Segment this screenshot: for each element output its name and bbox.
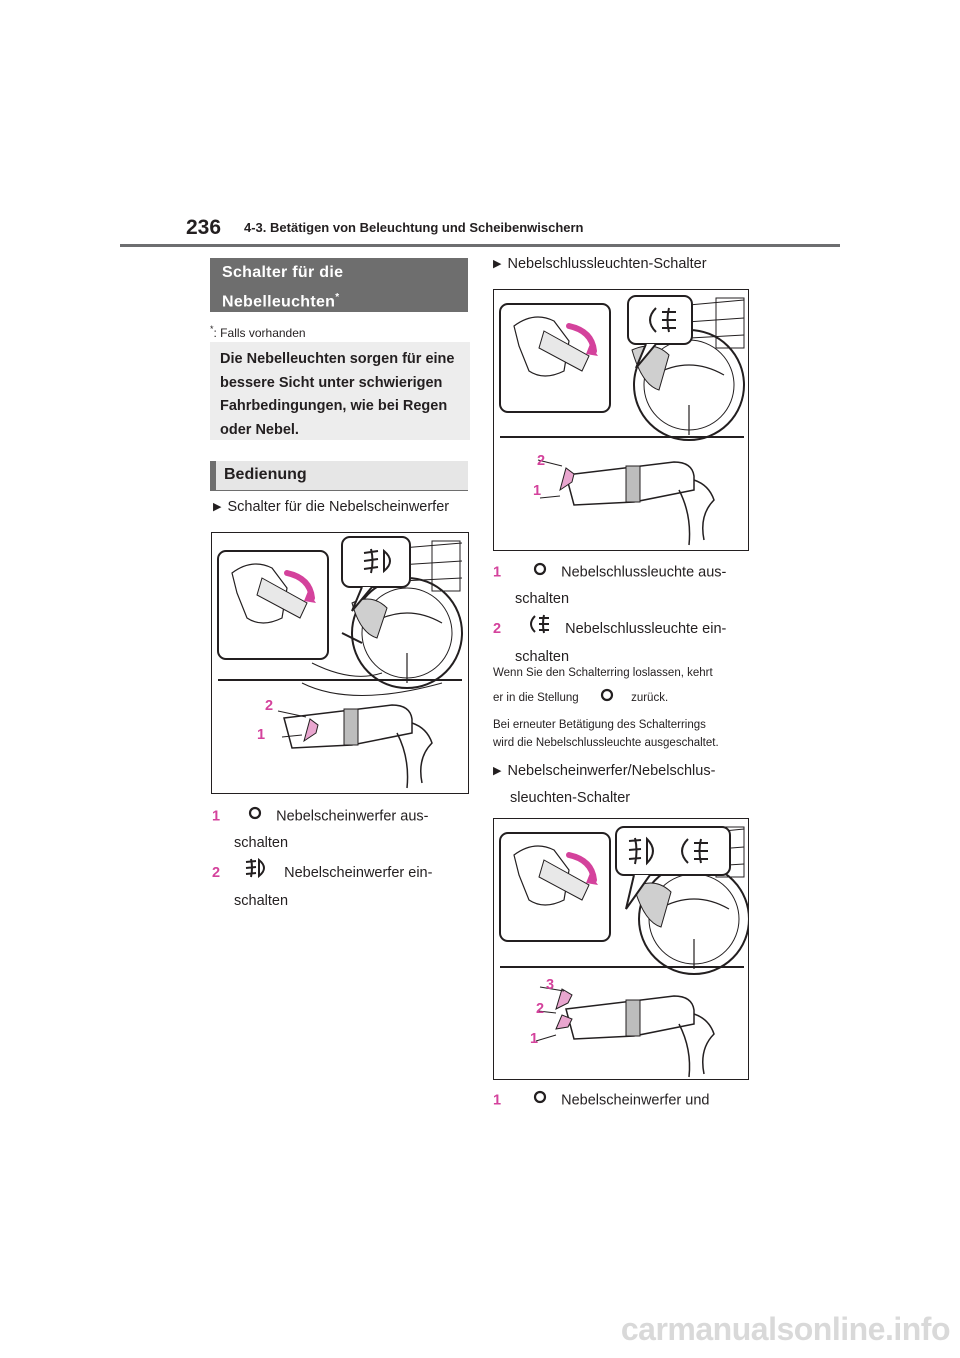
intro-box: Die Nebelleuchten sorgen für eine besser… <box>210 342 470 440</box>
item-text-line1: Nebelschlussleuchte aus- <box>561 564 727 581</box>
bullet-rear-fog-text: Nebelschlussleuchten-Schalter <box>507 256 707 272</box>
item-text-line1: Nebelschlussleuchte ein- <box>565 620 727 637</box>
both-fog-illustration <box>499 826 748 1078</box>
note-repeat: Bei erneuter Betätigung des Schalterring… <box>493 716 758 752</box>
heading-asterisk: * <box>335 292 340 303</box>
figure-label-2: 2 <box>537 453 546 469</box>
item-text-line2: schalten <box>234 893 289 909</box>
fog-off-icon <box>533 559 547 586</box>
figure-rear-fog-switch: 2 1 <box>493 289 749 551</box>
bullet-both-fog-line1: Nebelscheinwerfer/Nebelschlus- <box>507 763 716 779</box>
bullet-both-fog: ▶ Nebelscheinwerfer/Nebelschlus- sleuchte… <box>493 758 758 812</box>
watermark: carmanualsonline.info <box>620 1311 951 1347</box>
figure-label-3: 3 <box>546 977 555 993</box>
footnote-text: : Falls vorhanden <box>213 326 306 340</box>
page-number: 236 <box>186 216 222 239</box>
note-repeat-line1: Bei erneuter Betätigung des Schalterring… <box>493 719 706 731</box>
triangle-bullet-icon: ▶ <box>493 765 502 777</box>
item-number: 2 <box>212 864 221 881</box>
bullet-fog-lights-text: Schalter für die Nebelscheinwerfer <box>227 499 450 515</box>
figure-label-1: 1 <box>257 727 266 743</box>
note-repeat-line2: wird die Nebelschlussleuchte ausgeschalt… <box>493 737 719 749</box>
section-heading-line1: Schalter für die <box>222 264 344 281</box>
list-item: 2 Nebelschlussleuchte ein- schalten <box>493 614 753 671</box>
bullet-rear-fog: ▶ Nebelschlussleuchten-Schalter <box>493 256 707 272</box>
section-heading: Schalter für die Nebelleuchten* <box>210 258 468 312</box>
figure-label-2: 2 <box>265 698 274 714</box>
fog-light-icon <box>363 548 391 574</box>
figure-label-1: 1 <box>533 483 542 499</box>
fog-light-illustration <box>217 536 463 789</box>
operation-heading: Bedienung <box>210 461 468 491</box>
list-item: 1 Nebelscheinwerfer aus- schalten <box>212 803 472 857</box>
footnote: *: Falls vorhanden <box>210 324 306 340</box>
list-item: 1 Nebelscheinwerfer und <box>493 1087 758 1114</box>
item-text-line1: Nebelscheinwerfer ein- <box>284 864 433 881</box>
figure-label-2: 2 <box>536 1001 545 1017</box>
bullet-fog-lights: ▶ Schalter für die Nebelscheinwerfer <box>213 499 449 515</box>
item-text: Nebelscheinwerfer und <box>561 1092 710 1109</box>
header-rule <box>120 244 840 247</box>
item-text-line1: Nebelscheinwerfer aus- <box>276 808 429 825</box>
list-item: 2 Nebelscheinwerfer ein- schalten <box>212 857 472 915</box>
item-number: 1 <box>493 1092 502 1109</box>
triangle-bullet-icon: ▶ <box>493 258 502 270</box>
bullet-both-fog-line2: sleuchten-Schalter <box>510 790 631 806</box>
figure-label-1: 1 <box>530 1031 539 1047</box>
rear-fog-icon <box>527 614 551 644</box>
note-release-line1: Wenn Sie den Schalterring loslassen, keh… <box>493 667 713 679</box>
figure-both-fog-switch: 3 2 1 <box>493 818 749 1080</box>
item-text-line2: schalten <box>234 835 289 852</box>
fog-light-icon <box>244 857 270 888</box>
item-text-line2: schalten <box>515 649 570 665</box>
item-number: 1 <box>493 564 502 581</box>
fog-off-icon <box>533 1087 547 1114</box>
rear-fog-illustration <box>499 295 745 546</box>
item-text-line2: schalten <box>515 591 570 608</box>
footnote-mark: * <box>210 324 214 334</box>
section-heading-line2: Nebelleuchten <box>222 293 336 311</box>
note-release-line2a: er in die Stellung <box>493 692 579 705</box>
section-title: 4-3. Betätigen von Beleuchtung und Schei… <box>244 220 584 235</box>
fog-off-icon <box>248 803 262 830</box>
item-number: 1 <box>212 808 221 825</box>
fog-off-icon <box>600 688 614 708</box>
figure-fog-light-switch: 2 1 <box>211 532 469 794</box>
triangle-bullet-icon: ▶ <box>213 501 222 513</box>
item-number: 2 <box>493 620 502 637</box>
note-release: Wenn Sie den Schalterring loslassen, keh… <box>493 664 758 708</box>
note-release-line2b: zurück. <box>631 692 669 705</box>
list-item: 1 Nebelschlussleuchte aus- schalten <box>493 559 753 613</box>
